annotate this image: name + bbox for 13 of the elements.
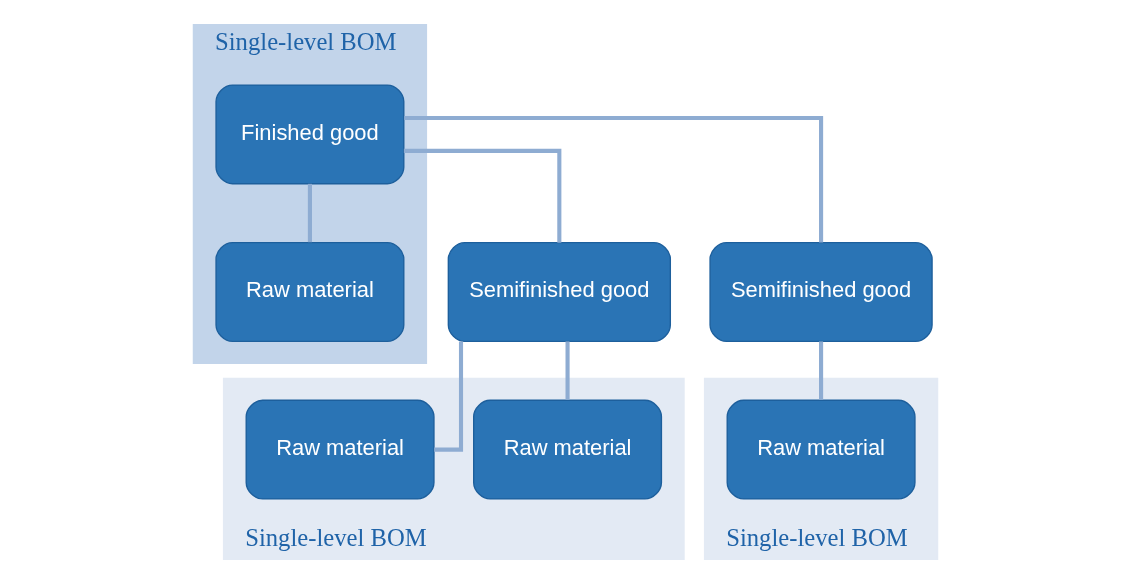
connector	[433, 341, 463, 452]
connector	[307, 183, 312, 243]
node-box: Semifinished good	[708, 242, 933, 342]
node-box: Semifinished good	[447, 242, 671, 342]
node-box: Raw material	[726, 399, 916, 500]
connector	[403, 148, 561, 243]
node-box: Raw material	[245, 399, 435, 500]
connector	[403, 115, 823, 243]
node-box: Finished good	[214, 84, 404, 185]
node-box: Raw material	[472, 399, 662, 500]
connector	[818, 341, 823, 400]
connector	[565, 341, 570, 400]
node-box: Raw material	[214, 242, 404, 342]
